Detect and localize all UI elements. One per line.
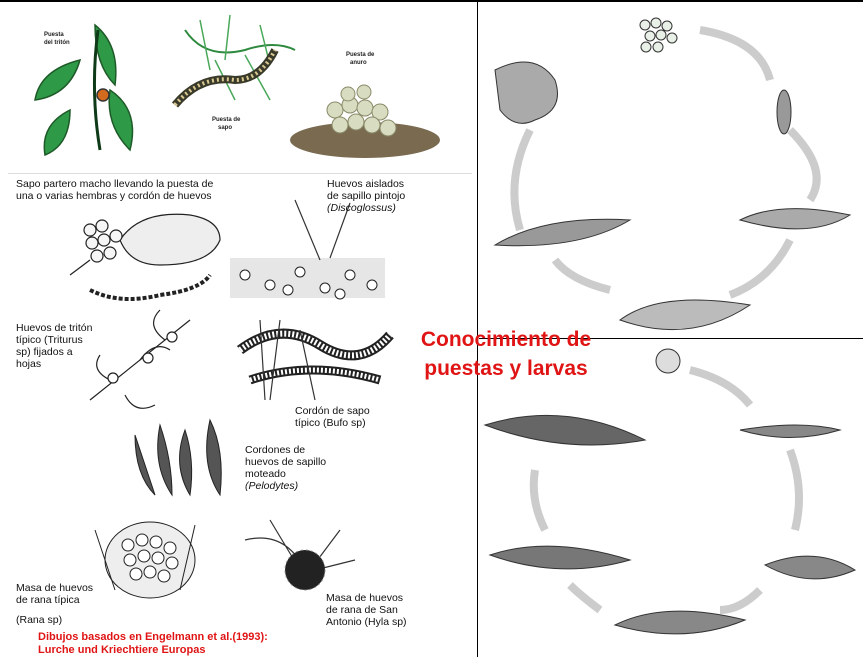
- midwife-toad-drawing: [70, 214, 220, 299]
- discoglossus-eggs-drawing: [230, 200, 385, 299]
- anuran-label-line1: Puesta de: [346, 52, 374, 59]
- caption-rana-3: (Rana sp): [16, 614, 62, 626]
- credit-text: Dibujos basados en Engelmann et al.(1993…: [38, 631, 268, 657]
- figure-title-line1: Conocimiento de: [392, 325, 620, 354]
- figure-title: Conocimiento de puestas y larvas: [392, 325, 620, 383]
- caption-newt-4: hojas: [16, 358, 41, 370]
- pelodytes-strands-drawing: [135, 420, 221, 495]
- figure-title-line2: puestas y larvas: [392, 354, 620, 383]
- caption-disco-3: (Discoglossus): [327, 202, 396, 214]
- caption-hyla-1: Masa de huevos: [326, 592, 403, 604]
- caption-rana-2: de rana típica: [16, 594, 80, 606]
- newt-label-line2: del tritón: [44, 40, 70, 47]
- hyla-egg-mass-drawing: [245, 520, 355, 590]
- caption-hyla-2: de rana de San: [326, 604, 398, 616]
- caption-midwife-2: una o varias hembras y cordón de huevos: [16, 190, 212, 202]
- caption-bufo-2: típico (Bufo sp): [295, 417, 366, 429]
- caption-newt-2: típico (Triturus: [16, 334, 83, 346]
- caption-disco-1: Huevos aislados: [327, 178, 404, 190]
- credit-line1: Dibujos basados en Engelmann et al.(1993…: [38, 631, 268, 644]
- credit-line2: Lurche und Kriechtiere Europas: [38, 644, 268, 657]
- toad-label-line2: sapo: [218, 125, 232, 132]
- bufo-string-drawing: [240, 320, 390, 400]
- caption-newt-1: Huevos de tritón: [16, 322, 92, 334]
- newt-label-line1: Puesta: [44, 32, 64, 39]
- caption-disco-2: de sapillo pintojo: [327, 190, 405, 202]
- toad-label-line1: Puesta de: [212, 117, 240, 124]
- frog-life-cycle-drawing: [495, 18, 850, 330]
- caption-rana-1: Masa de huevos: [16, 582, 93, 594]
- caption-pelo-2: huevos de sapillo: [245, 456, 326, 468]
- caption-newt-3: sp) fijados a: [16, 346, 73, 358]
- anuran-egg-mass-drawing: [290, 85, 440, 158]
- triturus-eggs-drawing: [90, 310, 190, 408]
- caption-pelo-1: Cordones de: [245, 444, 305, 456]
- caption-bufo-1: Cordón de sapo: [295, 405, 370, 417]
- caption-hyla-3: Antonio (Hyla sp): [326, 616, 407, 628]
- toad-string-drawing: [175, 15, 295, 105]
- caption-pelo-3: moteado: [245, 468, 286, 480]
- newt-life-cycle-drawing: [485, 349, 855, 634]
- anuran-label-line2: anuro: [350, 60, 367, 67]
- caption-pelo-4: (Pelodytes): [245, 480, 298, 492]
- rana-egg-mass-drawing: [95, 522, 195, 598]
- caption-midwife-1: Sapo partero macho llevando la puesta de: [16, 178, 213, 190]
